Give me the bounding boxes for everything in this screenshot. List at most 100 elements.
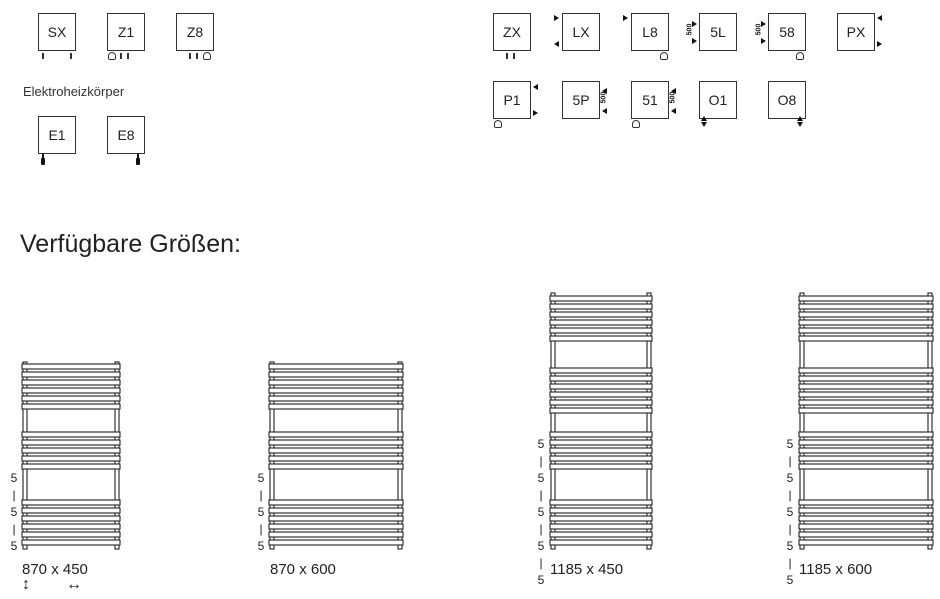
- radiator-rail: [798, 463, 934, 470]
- radiator-rail: [798, 391, 934, 398]
- electric-heater-e1: E1: [38, 116, 76, 154]
- radiator-rail: [798, 383, 934, 390]
- arrow-left-icon: [602, 108, 607, 114]
- radiator-rail: [549, 375, 653, 382]
- radiator-rail: [549, 319, 653, 326]
- radiator-rail: [268, 431, 404, 438]
- connection-label: ZX: [503, 24, 521, 40]
- connection-label: E8: [117, 127, 135, 143]
- spacing-column: 5 | 5 | 5: [256, 470, 266, 555]
- spacing-separator: |: [12, 522, 16, 536]
- radiator-rail: [798, 531, 934, 538]
- bottom-connection-mark: [120, 53, 122, 59]
- arrow-right-icon: [533, 110, 538, 116]
- radiator-rail: [268, 523, 404, 530]
- radiator-rail: [798, 431, 934, 438]
- spacing-value: 5: [786, 471, 794, 485]
- connection-z8: Z8: [176, 13, 214, 51]
- connection-label: PX: [846, 24, 866, 40]
- electric-heater-e8: E8: [107, 116, 145, 154]
- radiator-rail: [268, 531, 404, 538]
- plug-icon: [41, 154, 45, 165]
- spacing-separator: |: [788, 488, 792, 502]
- radiator-rail: [21, 539, 121, 546]
- spacing-column: 5 | 5 | 5 | 5 | 5: [536, 436, 546, 589]
- spacing-column: 5 | 5 | 5: [9, 470, 19, 555]
- radiator-rail: [268, 371, 404, 378]
- radiator-rail: [549, 383, 653, 390]
- connection-px: PX: [837, 13, 875, 51]
- radiator-rail: [549, 295, 653, 302]
- radiator-rail: [798, 447, 934, 454]
- size-label: 870 x 450: [22, 561, 88, 578]
- arrow-right-icon: [692, 21, 697, 27]
- radiator-rail: [268, 507, 404, 514]
- radiator-rail: [268, 363, 404, 370]
- bottom-connection-mark: [127, 53, 129, 59]
- height-arrow-icon: ↕: [22, 576, 30, 593]
- bottom-connection-mark: [513, 53, 515, 59]
- connection-label: 5P: [572, 92, 590, 108]
- radiator-rail: [268, 463, 404, 470]
- connection-z1: Z1: [107, 13, 145, 51]
- radiator-rail: [21, 379, 121, 386]
- radiator-rail: [549, 531, 653, 538]
- radiator-rail: [549, 303, 653, 310]
- spacing-separator: |: [259, 488, 263, 502]
- connection-o8: O8: [768, 81, 806, 119]
- radiator-rail: [268, 379, 404, 386]
- radiator-rail: [549, 539, 653, 546]
- spacing-separator: |: [539, 488, 543, 502]
- spacing-value: 5: [537, 437, 545, 451]
- radiator-rail: [549, 515, 653, 522]
- radiator-rail: [268, 439, 404, 446]
- radiator-rail: [268, 387, 404, 394]
- radiator-left-post: [799, 292, 805, 550]
- radiator-rail: [21, 531, 121, 538]
- spacing-value: 5: [257, 471, 265, 485]
- radiator-rail: [798, 515, 934, 522]
- radiator-right-post: [646, 292, 652, 550]
- radiator-rail: [549, 399, 653, 406]
- arrow-left-icon: [554, 41, 559, 47]
- radiator-rail: [21, 499, 121, 506]
- radiator-rail: [549, 431, 653, 438]
- radiator-rail: [549, 391, 653, 398]
- sizes-heading: Verfügbare Größen:: [20, 230, 241, 258]
- radiator-rail: [798, 327, 934, 334]
- arrow-left-icon: [671, 108, 676, 114]
- radiator-rail: [549, 311, 653, 318]
- arrow-right-icon: [692, 38, 697, 44]
- radiator-rail: [21, 455, 121, 462]
- arrow-left-icon: [671, 88, 676, 94]
- radiator-rail: [798, 499, 934, 506]
- bottom-connection-mark: [196, 53, 198, 59]
- radiator-rail: [798, 539, 934, 546]
- radiator-rail: [268, 395, 404, 402]
- connection-5p: 5P: [562, 81, 600, 119]
- connection-o1: O1: [699, 81, 737, 119]
- spacing-separator: |: [788, 454, 792, 468]
- arrow-left-icon: [533, 84, 538, 90]
- radiator-rail: [21, 515, 121, 522]
- bottom-connection-mark: [42, 53, 44, 59]
- valve-icon: [494, 120, 502, 128]
- radiator-rail: [21, 463, 121, 470]
- radiator-rail: [21, 507, 121, 514]
- radiator-rail: [21, 439, 121, 446]
- radiator-rail: [798, 375, 934, 382]
- spacing-value: 5: [10, 471, 18, 485]
- spacing-separator: |: [788, 556, 792, 570]
- connection-label: L8: [642, 24, 658, 40]
- radiator-rail: [549, 327, 653, 334]
- radiator-rail: [21, 431, 121, 438]
- radiator-rail: [798, 295, 934, 302]
- connection-zx: ZX: [493, 13, 531, 51]
- arrow-left-icon: [602, 88, 607, 94]
- spacing-value: 5: [786, 505, 794, 519]
- connection-label: 51: [642, 92, 658, 108]
- connection-label: 5L: [710, 24, 726, 40]
- radiator-rail: [798, 523, 934, 530]
- radiator-rail: [798, 399, 934, 406]
